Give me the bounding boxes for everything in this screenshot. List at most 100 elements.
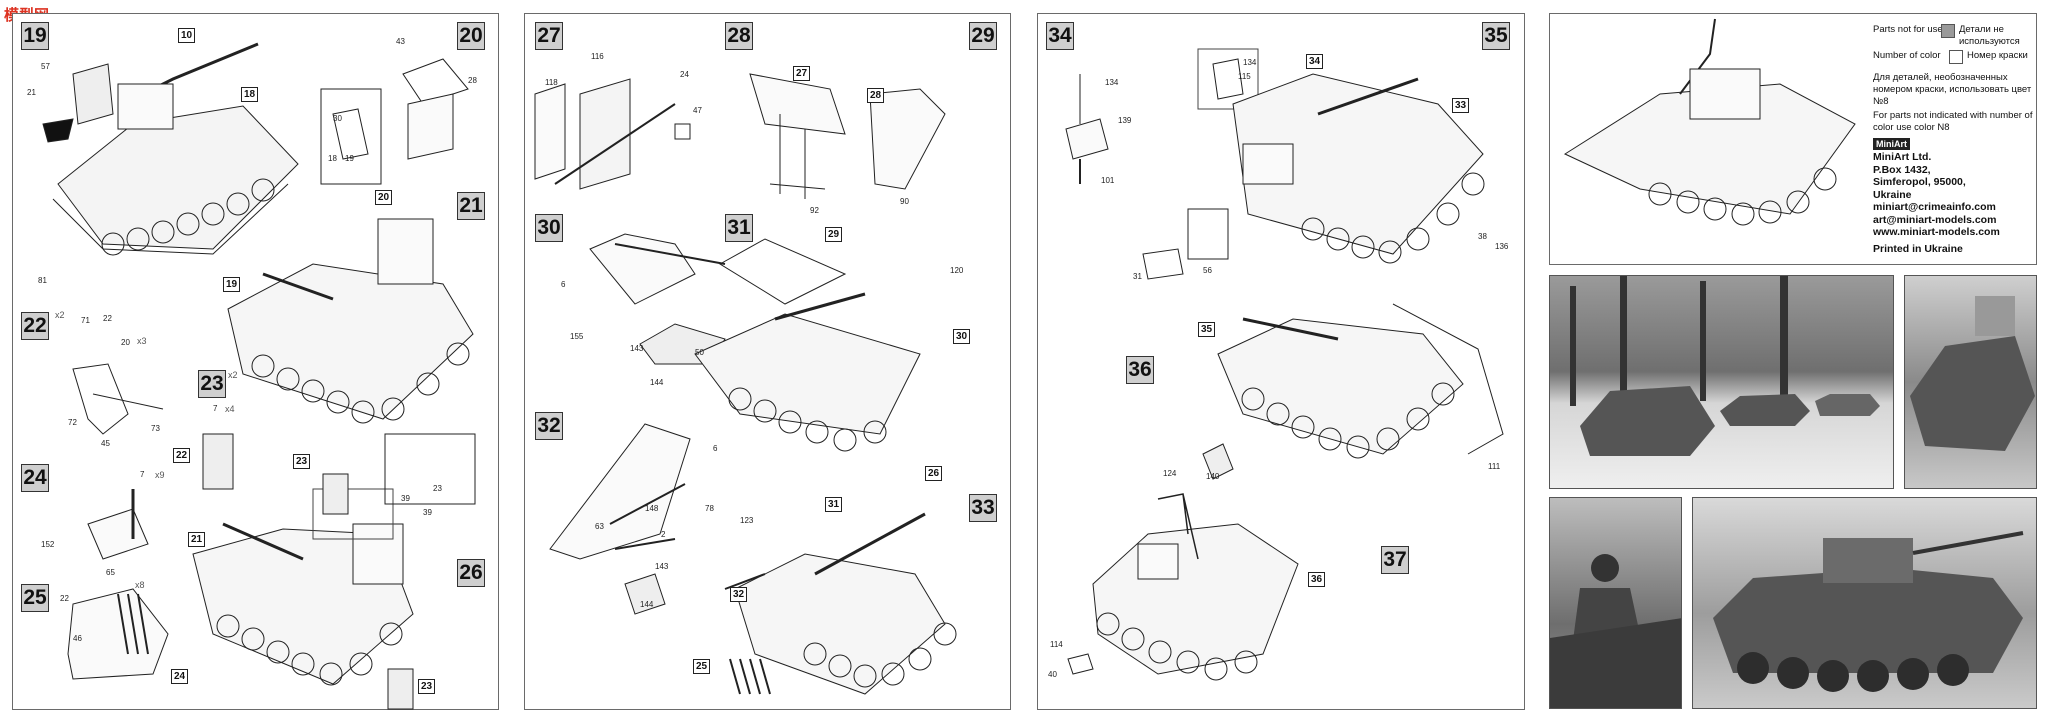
- part-7: 65: [106, 568, 115, 577]
- ref-35: 35: [1198, 322, 1216, 337]
- ref-36: 36: [1308, 572, 1326, 587]
- part-155: 155: [570, 332, 584, 341]
- legend-color-ru: Номер краски: [1967, 50, 2028, 61]
- part-148: 148: [645, 504, 659, 513]
- ref-20: 20: [375, 190, 393, 205]
- part-45b: 7: [140, 470, 145, 479]
- miniart-logo: MiniArt: [1873, 138, 1910, 150]
- ref-21: 21: [188, 532, 206, 547]
- photo-vehicle-side-shapes: [1910, 296, 2035, 451]
- part-139: 139: [1118, 116, 1132, 125]
- email-1[interactable]: miniart@crimeainfo.com: [1873, 201, 1996, 213]
- step-22: 22: [21, 312, 49, 340]
- legend-note-en: For parts not indicated with number of c…: [1873, 110, 2033, 133]
- photo-su76-side: [1692, 497, 2037, 709]
- printed-in: Printed in Ukraine: [1873, 242, 1963, 255]
- part-34b: 22: [60, 594, 69, 603]
- company-name: MiniArt Ltd.: [1873, 151, 1932, 163]
- legend-not-for-use-ru: Детали не используются: [1959, 24, 2020, 47]
- ref-26: 26: [925, 466, 943, 481]
- step-36: 36: [1126, 356, 1154, 384]
- part-6a: 6: [561, 280, 566, 289]
- part-143: 143: [630, 344, 644, 353]
- ref-24: 24: [171, 669, 189, 684]
- part-143b: 143: [655, 562, 669, 571]
- color-swatch: [1949, 50, 1963, 64]
- part-56: 56: [1203, 266, 1212, 275]
- qty-x4: x4: [225, 404, 235, 414]
- qty-x2-23: x2: [228, 370, 238, 380]
- not-for-use-swatch: [1941, 24, 1955, 38]
- part-136: 136: [1495, 242, 1509, 251]
- panel-2-drawing: [534, 73, 957, 695]
- part-92: 92: [810, 206, 819, 215]
- part-101: 101: [1101, 176, 1115, 185]
- part-72: 73: [151, 424, 160, 433]
- ref-33: 33: [1452, 98, 1470, 113]
- part-57: 57: [41, 62, 50, 71]
- ref-22: 22: [173, 448, 191, 463]
- step-21: 21: [457, 192, 485, 220]
- photo-vehicle-side: [1904, 275, 2037, 489]
- part-90: 90: [900, 197, 909, 206]
- part-134a: 134: [1105, 78, 1119, 87]
- part-111: 111: [1488, 462, 1501, 471]
- part-116: 116: [591, 52, 604, 61]
- part-45a: 7: [213, 404, 218, 413]
- instruction-panel-1: 19 20 21 22 23 24 25 26 10 18 20 19 21 2…: [12, 13, 499, 710]
- photo-winter-column: [1549, 275, 1894, 489]
- part-20: 45: [101, 439, 110, 448]
- part-65: 23: [433, 484, 442, 493]
- part-140: 140: [1206, 472, 1220, 481]
- ref-34: 34: [1306, 54, 1324, 69]
- instruction-panel-3: 34 35 36 37 34 33 35 36 134 134 115 139 …: [1037, 13, 1525, 710]
- part-144b: 144: [640, 600, 654, 609]
- step-26: 26: [457, 559, 485, 587]
- part-19: 19: [345, 154, 354, 163]
- part-118: 118: [545, 78, 558, 87]
- part-134b: 134: [1243, 58, 1257, 67]
- step-32: 32: [535, 412, 563, 440]
- ref-10: 10: [178, 28, 196, 43]
- legend-not-for-use-en: Parts not for use: [1873, 24, 1943, 35]
- part-33: 71: [81, 316, 90, 325]
- step-28: 28: [725, 22, 753, 50]
- step-34: 34: [1046, 22, 1074, 50]
- panel-1-drawing: [42, 42, 476, 710]
- ref-31: 31: [825, 497, 843, 512]
- instruction-panel-2: 27 28 29 30 31 32 33 27 28 29 30 26 31 3…: [524, 13, 1011, 710]
- legend-not-for-use: Parts not for use Детали не используются: [1873, 24, 2038, 47]
- part-47: 47: [693, 106, 702, 115]
- step-24: 24: [21, 464, 49, 492]
- part-50: 50: [695, 348, 704, 357]
- ref-28: 28: [867, 88, 885, 103]
- part-120: 120: [950, 266, 964, 275]
- panel-3-drawing: [1065, 48, 1504, 681]
- part-152b: 39: [423, 508, 432, 517]
- part-34: 22: [103, 314, 112, 323]
- step-25: 25: [21, 584, 49, 612]
- qty-x9: x9: [155, 470, 165, 480]
- email-2[interactable]: art@miniart-models.com: [1873, 213, 1997, 226]
- part-39: 46: [73, 634, 82, 643]
- ref-32: 32: [730, 587, 748, 602]
- ref-25: 25: [693, 659, 711, 674]
- part-2: 2: [661, 530, 666, 539]
- part-24: 24: [680, 70, 689, 79]
- part-123: 123: [740, 516, 754, 525]
- part-38: 38: [1478, 232, 1487, 241]
- website-link[interactable]: www.miniart-models.com: [1873, 226, 2000, 238]
- country: Ukraine: [1873, 188, 1912, 201]
- legend-color-en: Number of color: [1873, 50, 1941, 61]
- photo-su76-side-shapes: [1713, 531, 2024, 692]
- ref-19: 19: [223, 277, 241, 292]
- part-81: 81: [38, 276, 47, 285]
- part-144: 144: [650, 378, 664, 387]
- ref-30: 30: [953, 329, 971, 344]
- ref-27: 27: [793, 66, 811, 81]
- part-40: 40: [1048, 670, 1057, 679]
- po-box: P.Box 1432,: [1873, 163, 1931, 176]
- part-114: 114: [1050, 640, 1063, 649]
- part-30: 30: [333, 114, 342, 123]
- part-71: 20: [121, 338, 130, 347]
